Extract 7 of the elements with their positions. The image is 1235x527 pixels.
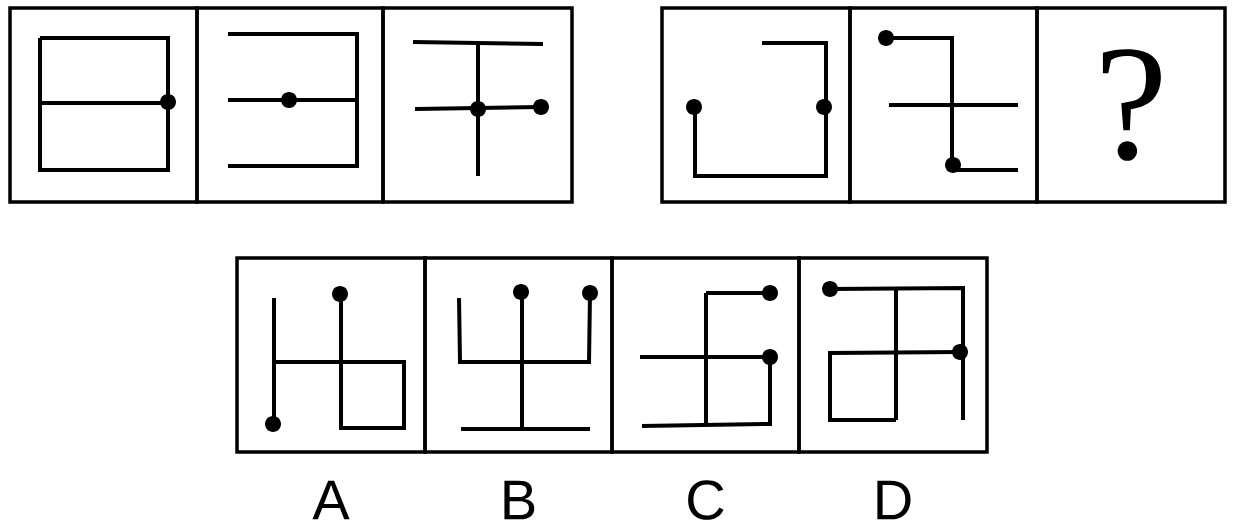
option-letter: B: [504, 480, 535, 520]
question-mark-panel: ?: [1035, 6, 1227, 204]
figure-panel: [381, 6, 574, 204]
option-letter: A: [312, 480, 350, 520]
option-letter: D: [877, 480, 911, 520]
figure-panel: [797, 256, 989, 454]
option-letter: C: [688, 480, 724, 520]
